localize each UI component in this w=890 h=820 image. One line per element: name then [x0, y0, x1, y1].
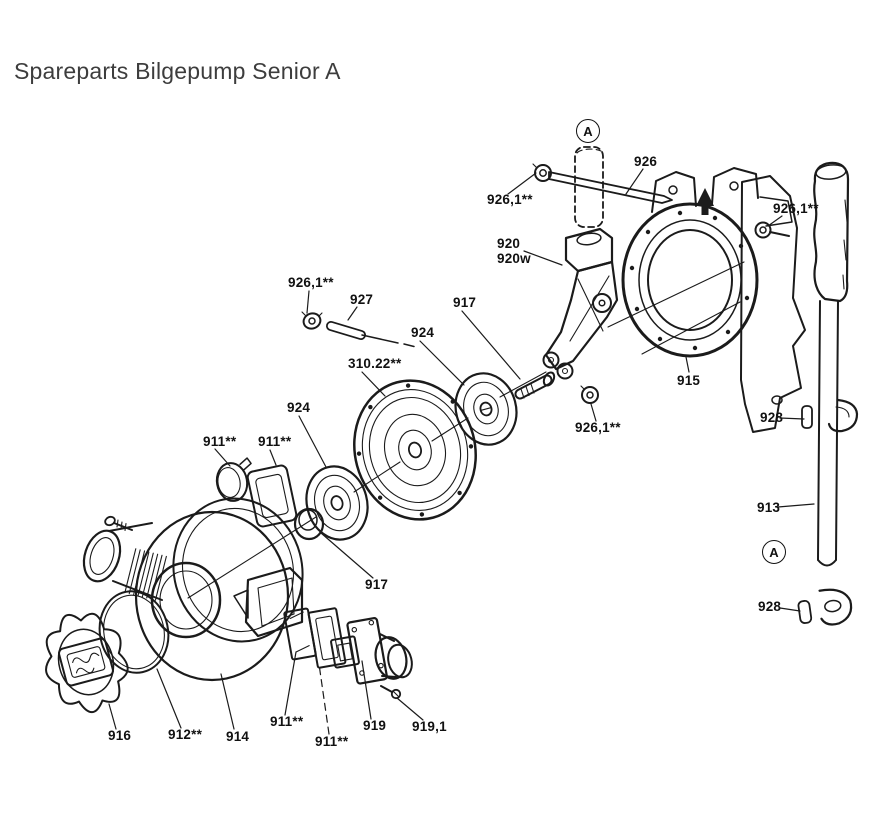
part-label-924-lower: 924: [287, 399, 311, 415]
part-label-911-upper-2: 911**: [258, 433, 292, 449]
part-label-928-upper: 928: [760, 409, 784, 425]
part-label-911-lower-1: 911**: [270, 713, 304, 729]
part-label-926-1-mid-left: 926,1**: [288, 274, 334, 290]
nut-926-1-mid: [580, 385, 599, 404]
part-label-917-lower: 917: [365, 576, 389, 592]
detail-marker-a-handle: A: [762, 540, 786, 564]
tie-rod-926: [548, 171, 673, 204]
valve-flap-911: [215, 457, 252, 502]
part-label-928-lower: 928: [758, 598, 782, 614]
up-arrow-mark: [696, 188, 714, 215]
part-label-927: 927: [350, 291, 374, 307]
detail-pin-dashed: [574, 146, 604, 228]
diaphragm-924-left: [305, 465, 369, 541]
part-label-913: 913: [757, 499, 781, 515]
part-label-919: 919: [363, 717, 387, 733]
diaphragm-310-22: [353, 379, 477, 521]
page-title: Spareparts Bilgepump Senior A: [14, 58, 341, 84]
part-label-915: 915: [677, 372, 701, 388]
mounting-bracket-915: [621, 167, 806, 433]
nut-926-1-top: [532, 163, 552, 182]
part-label-916: 916: [108, 727, 132, 743]
detail-marker-a-top: A: [576, 119, 600, 143]
screw-926-1-right: [754, 221, 790, 239]
part-label-911-lower-2: 911**: [315, 733, 349, 749]
diaphragm-924-right: [454, 372, 518, 446]
screw-919-1: [380, 685, 402, 700]
pump-handle-913: [813, 161, 850, 567]
part-label-911-upper-1: 911**: [203, 433, 237, 449]
part-label-926-1-right: 926,1**: [773, 200, 819, 216]
part-label-917-upper: 917: [453, 294, 477, 310]
valve-cap-917: [293, 507, 325, 541]
part-label-919-1: 919,1: [412, 718, 447, 734]
part-label-912: 912**: [168, 726, 203, 742]
pump-cover-916: [45, 612, 129, 714]
part-label-914: 914: [226, 728, 250, 744]
valve-plate-911-b: [307, 607, 347, 669]
pump-body-914: [82, 497, 304, 682]
rocker-arm-920: [542, 227, 619, 380]
part-label-920w: 920w: [497, 250, 531, 266]
outlet-port-919: [346, 617, 413, 685]
part-label-926: 926: [634, 153, 658, 169]
part-label-926-1-mid: 926,1**: [575, 419, 621, 435]
pivot-bolt-917: [514, 371, 556, 400]
part-label-924-upper: 924: [411, 324, 435, 340]
valve-gasket-911: [246, 464, 298, 528]
retainer-clip-928-top: [801, 398, 859, 433]
part-label-310-22: 310.22**: [348, 355, 402, 371]
leader-lines: [108, 168, 815, 735]
part-label-926-1-top-left: 926,1**: [487, 191, 533, 207]
retainer-clip-928-bottom: [797, 588, 853, 626]
nut-926-1-mid-left: [301, 311, 323, 330]
connecting-link-927: [326, 321, 415, 348]
part-label-920: 920: [497, 235, 521, 251]
